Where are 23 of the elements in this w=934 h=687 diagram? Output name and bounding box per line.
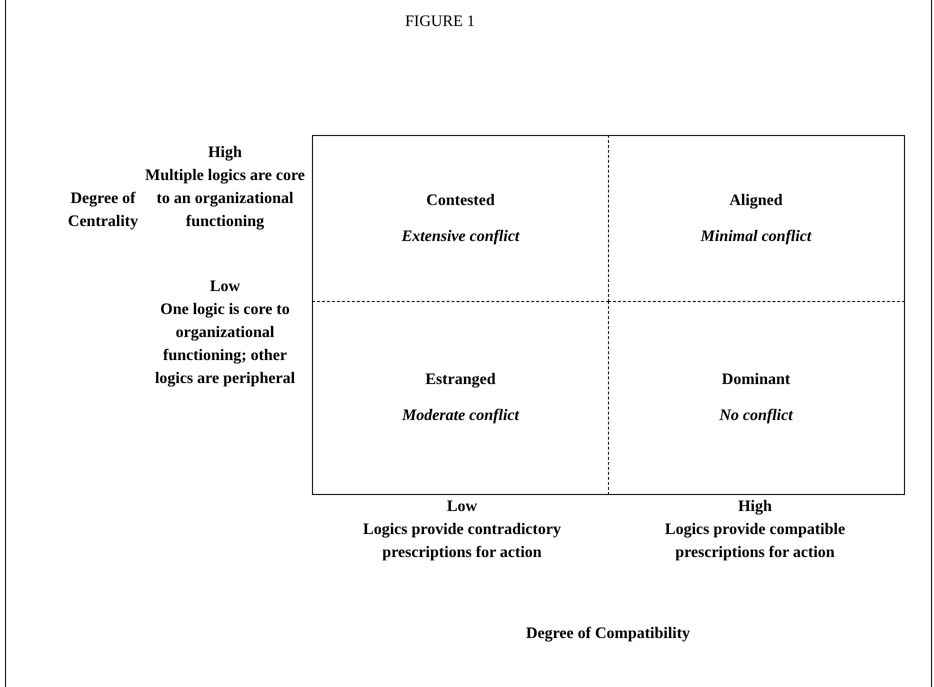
matrix-cell bbox=[608, 301, 905, 495]
quadrant-title: Aligned bbox=[729, 190, 783, 210]
axis-title: Degree of Compatibility bbox=[524, 624, 692, 644]
conflict-level: Minimal conflict bbox=[700, 226, 812, 246]
axis-level: High bbox=[207, 143, 243, 163]
axis-description: Multiple logics are core to an organizational functioning bbox=[145, 166, 305, 232]
axis-description: One logic is core to organizational functioning; other logics are peripheral bbox=[154, 300, 296, 389]
quadrant-title: Contested bbox=[426, 190, 495, 210]
matrix-cell bbox=[312, 301, 609, 495]
axis-title: Degree of Centrality bbox=[66, 189, 140, 232]
figure-title: FIGURE 1 bbox=[404, 12, 476, 32]
axis-level: Low bbox=[446, 497, 478, 517]
conflict-level: Extensive conflict bbox=[402, 226, 520, 246]
conflict-level: No conflict bbox=[719, 406, 793, 426]
quadrant-title: Dominant bbox=[722, 370, 790, 390]
axis-description: Logics provide compatible prescriptions for action bbox=[664, 520, 846, 563]
matrix-cell bbox=[312, 135, 609, 302]
matrix-cell bbox=[608, 135, 905, 302]
quadrant-title: Estranged bbox=[425, 370, 496, 390]
axis-level: Low bbox=[208, 277, 242, 297]
conflict-level: Moderate conflict bbox=[402, 406, 519, 426]
axis-description: Logics provide contradictory prescriptions for action bbox=[362, 520, 562, 563]
axis-level: High bbox=[737, 497, 773, 517]
